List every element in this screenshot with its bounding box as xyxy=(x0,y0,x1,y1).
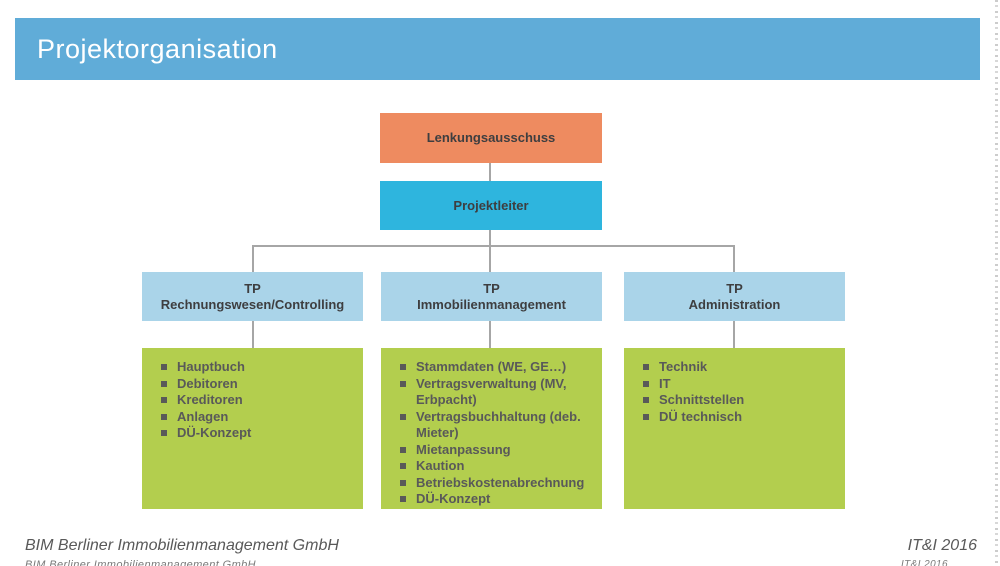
list-item: Kaution xyxy=(381,458,594,475)
list-item: Vertragsverwaltung (MV, Erbpacht) xyxy=(381,376,594,409)
connector-root-leader xyxy=(489,163,491,181)
list-item: Debitoren xyxy=(142,376,355,393)
tp-label-line1: TP xyxy=(726,280,743,296)
connector-drop-tp2 xyxy=(489,247,491,272)
connector-tp2-list xyxy=(489,321,491,348)
list-item: Stammdaten (WE, GE…) xyxy=(381,359,594,376)
bottom-clipped-text-right: IT&I 2016 xyxy=(901,559,948,566)
list-item: Kreditoren xyxy=(142,392,355,409)
footer-company: BIM Berliner Immobilienmanagement GmbH xyxy=(25,537,339,554)
list-item: DÜ-Konzept xyxy=(142,425,355,442)
bottom-clipped-text-left: BIM Berliner Immobilienmanagement GmbH xyxy=(25,559,256,566)
node-tp-rechnungswesen: TP Rechnungswesen/Controlling xyxy=(136,267,369,321)
node-lenkungsausschuss: Lenkungsausschuss xyxy=(374,108,608,163)
connector-tp1-list xyxy=(252,321,254,348)
connector-drop-tp1 xyxy=(252,247,254,272)
task-list: Stammdaten (WE, GE…)Vertragsverwaltung (… xyxy=(381,348,602,508)
node-lenkungsausschuss-label: Lenkungsausschuss xyxy=(426,130,556,145)
tp-label-line1: TP xyxy=(244,280,261,296)
list-item: Schnittstellen xyxy=(624,392,837,409)
list-item: IT xyxy=(624,376,837,393)
list-item: Hauptbuch xyxy=(142,359,355,376)
tp-label-line2: Rechnungswesen/Controlling xyxy=(160,296,345,312)
connector-leader-down xyxy=(489,230,491,247)
connector-tp3-list xyxy=(733,321,735,348)
node-tp-immobilienmanagement: TP Immobilienmanagement xyxy=(375,267,608,321)
node-projektleiter: Projektleiter xyxy=(374,176,608,230)
tp-label-line2: Administration xyxy=(688,296,781,312)
list-item: DÜ technisch xyxy=(624,409,837,426)
list-item: Betriebskostenabrechnung xyxy=(381,475,594,492)
slide-header-bar: Projektorganisation xyxy=(15,18,980,80)
list-item: Technik xyxy=(624,359,837,376)
connector-drop-tp3 xyxy=(733,247,735,272)
list-item: Vertragsbuchhaltung (deb. Mieter) xyxy=(381,409,594,442)
node-projektleiter-label: Projektleiter xyxy=(453,197,529,213)
tasklist-immobilienmanagement: Stammdaten (WE, GE…)Vertragsverwaltung (… xyxy=(375,343,608,515)
node-tp-administration: TP Administration xyxy=(618,267,851,321)
list-item: DÜ-Konzept xyxy=(381,491,594,508)
tp-label-line1: TP xyxy=(483,280,500,296)
connector-horizontal xyxy=(252,245,735,247)
list-item: Anlagen xyxy=(142,409,355,426)
page-title: Projektorganisation xyxy=(37,33,278,64)
footer-edition: IT&I 2016 xyxy=(907,537,977,554)
tp-label-line2: Immobilienmanagement xyxy=(417,296,566,312)
list-item: Mietanpassung xyxy=(381,442,594,459)
page-edge-dashes xyxy=(995,0,998,566)
